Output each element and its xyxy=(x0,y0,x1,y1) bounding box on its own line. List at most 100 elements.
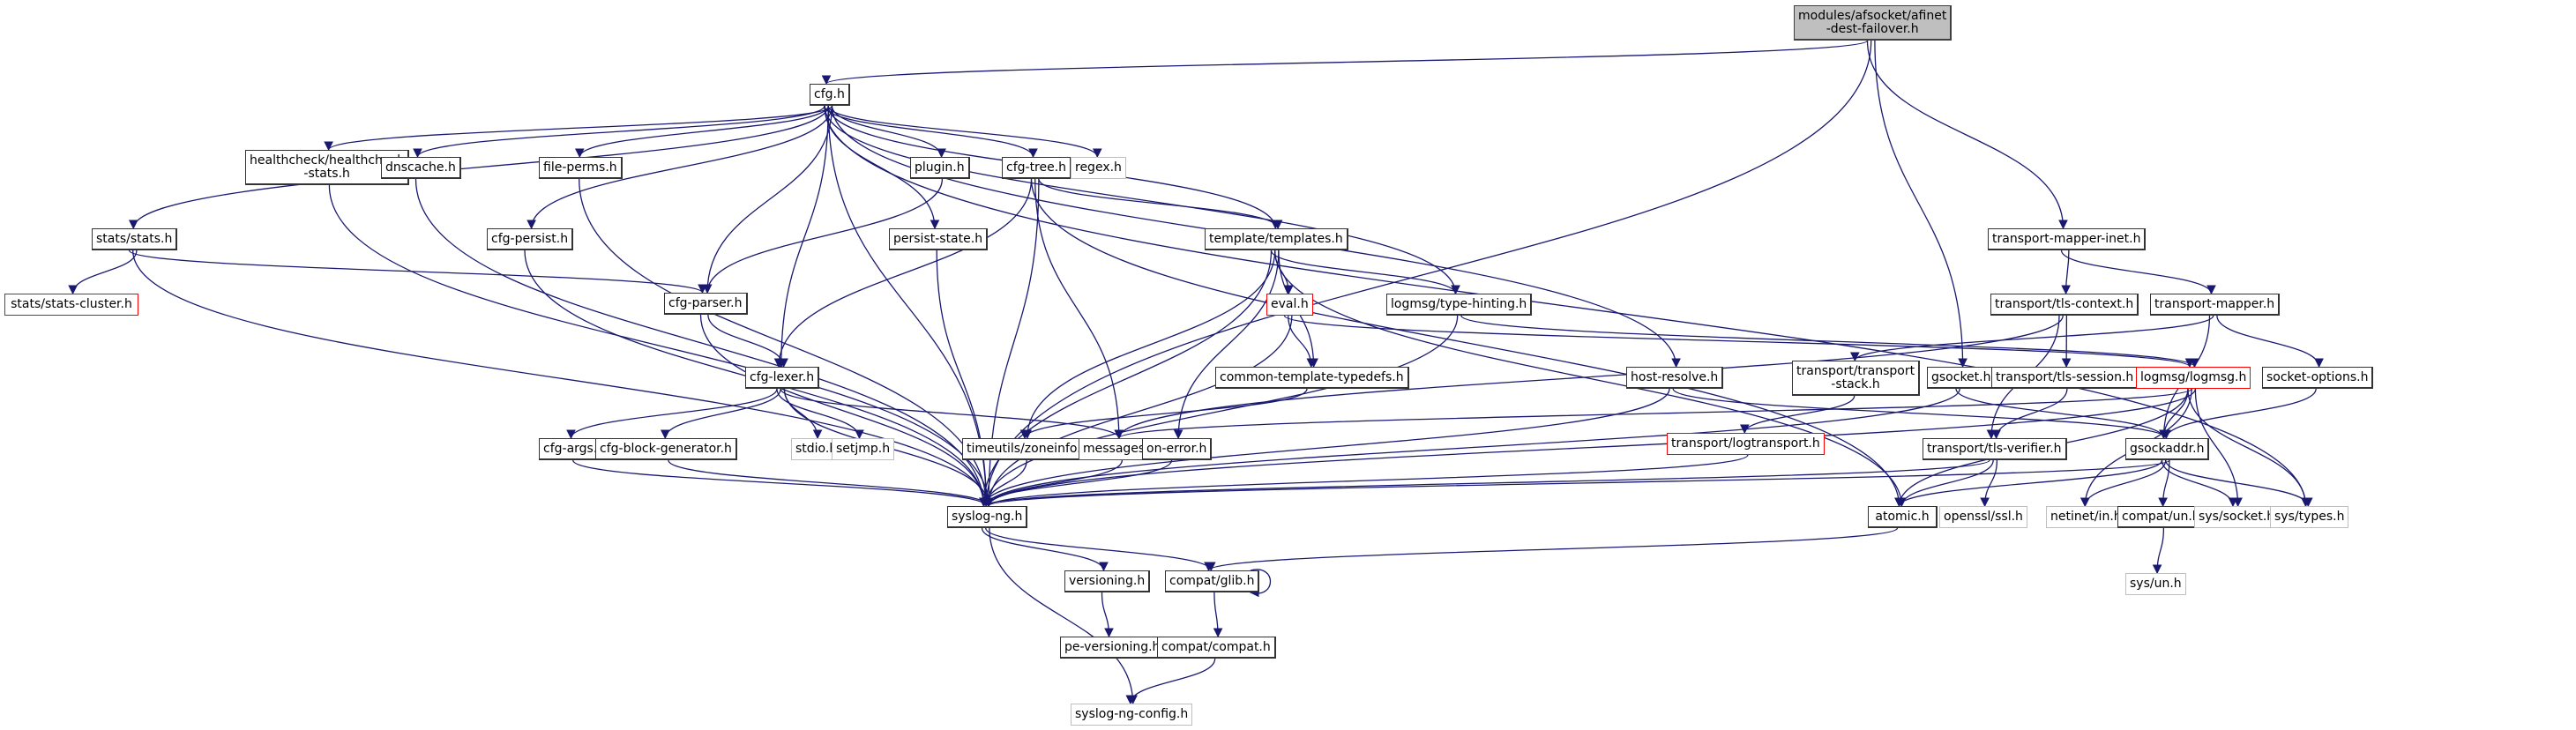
edge-templates-to-zoneinfo xyxy=(1027,250,1276,439)
edge-cfg-to-plugin xyxy=(831,105,943,158)
arrowhead-icon xyxy=(2061,285,2071,295)
edge-plugin-to-cfgparser xyxy=(706,178,944,294)
node-socketoptions[interactable]: socket-options.h xyxy=(2262,367,2374,389)
node-tm[interactable]: transport-mapper.h xyxy=(2150,294,2281,316)
arrowhead-icon xyxy=(2314,358,2324,369)
edge-cfg-to-systypes xyxy=(824,105,2307,507)
node-logmsg[interactable]: logmsg/logmsg.h xyxy=(2136,367,2251,389)
node-tlssession[interactable]: transport/tls-session.h xyxy=(1991,367,2139,389)
node-gsockaddr[interactable]: gsockaddr.h xyxy=(2125,438,2210,460)
node-atomic[interactable]: atomic.h xyxy=(1868,506,1938,528)
arrowhead-icon xyxy=(574,148,585,159)
node-label: setjmp.h xyxy=(836,442,891,456)
arrowhead-icon xyxy=(660,429,670,440)
node-label: eval.h xyxy=(1271,297,1309,311)
arrowhead-icon xyxy=(324,141,333,152)
node-typehinting[interactable]: logmsg/type-hinting.h xyxy=(1386,294,1533,316)
node-sysun: sys/un.h xyxy=(2125,573,2186,595)
edge-eval-to-logmsg xyxy=(1283,315,2191,368)
arrowhead-icon xyxy=(2303,497,2313,508)
node-hostresolve[interactable]: host-resolve.h xyxy=(1626,367,1724,389)
node-transportstack[interactable]: transport/transport -stack.h xyxy=(1792,361,1921,396)
arrowhead-icon xyxy=(779,358,788,369)
node-label: sys/socket.h xyxy=(2199,510,2275,524)
edge-tlsverifier-to-atomic xyxy=(1900,459,1994,507)
edge-cfg-to-fileperms xyxy=(579,105,829,158)
node-cfgparser[interactable]: cfg-parser.h xyxy=(664,293,748,315)
node-label: socket-options.h xyxy=(2266,369,2369,384)
node-tlsverifier[interactable]: transport/tls-verifier.h xyxy=(1923,438,2067,460)
node-dnscache[interactable]: dnscache.h xyxy=(381,157,461,179)
node-tmi[interactable]: transport-mapper-inet.h xyxy=(1988,228,2147,250)
node-tlscontext[interactable]: transport/tls-context.h xyxy=(1990,294,2139,316)
node-versioning[interactable]: versioning.h xyxy=(1064,570,1151,592)
node-label: cfg-persist.h xyxy=(491,231,569,246)
arrowhead-icon xyxy=(2152,564,2162,575)
node-cfg[interactable]: cfg.h xyxy=(810,84,850,106)
node-label: template/templates.h xyxy=(1209,231,1343,246)
edge-cfg-to-stats xyxy=(132,105,829,229)
node-plugin[interactable]: plugin.h xyxy=(910,157,970,179)
node-syslogng[interactable]: syslog-ng.h xyxy=(947,506,1028,528)
node-label: transport/transport -stack.h xyxy=(1796,363,1915,391)
arrowhead-icon xyxy=(1849,352,1860,362)
arrowhead-icon xyxy=(2058,220,2068,230)
node-stats[interactable]: stats/stats.h xyxy=(92,228,178,250)
node-templates[interactable]: template/templates.h xyxy=(1205,228,1348,250)
edge-cfgparser-to-syslogng xyxy=(699,314,985,507)
node-label: common-template-typedefs.h xyxy=(1220,369,1404,384)
node-cfglexer[interactable]: cfg-lexer.h xyxy=(745,367,820,389)
node-label: netinet/in.h xyxy=(2050,510,2122,524)
node-zoneinfo[interactable]: timeutils/zoneinfo.h xyxy=(962,438,1094,460)
edge-cfgtree-to-atomic xyxy=(1030,178,1900,507)
node-label: persist-state.h xyxy=(893,231,983,246)
edge-cfglexer-to-cfgblock xyxy=(664,388,781,439)
arrowhead-icon xyxy=(1104,628,1114,638)
node-compatun[interactable]: compat/un.h xyxy=(2117,506,2206,528)
node-compatcompat[interactable]: compat/compat.h xyxy=(1157,637,1276,659)
arrowhead-icon xyxy=(68,285,78,295)
node-cfgblock[interactable]: cfg-block-generator.h xyxy=(595,438,737,460)
node-compatglib[interactable]: compat/glib.h xyxy=(1165,570,1260,592)
edge-cfglexer-to-cfgargs xyxy=(570,388,778,439)
node-label: cfg-block-generator.h xyxy=(600,441,732,456)
node-peversioning[interactable]: pe-versioning.h xyxy=(1060,637,1166,659)
node-label: sys/un.h xyxy=(2130,577,2182,591)
node-label: timeutils/zoneinfo.h xyxy=(967,441,1089,456)
edge-gsocket-to-gsockaddr xyxy=(1955,388,2165,439)
node-persiststate[interactable]: persist-state.h xyxy=(889,228,989,250)
arrowhead-icon xyxy=(1451,285,1460,295)
arrowhead-icon xyxy=(128,220,138,230)
node-cfgpersist[interactable]: cfg-persist.h xyxy=(487,228,574,250)
node-cfgtree[interactable]: cfg-tree.h xyxy=(1002,157,1072,179)
node-statscluster[interactable]: stats/stats-cluster.h xyxy=(4,294,138,316)
node-label: transport/tls-session.h xyxy=(1996,369,2134,384)
node-fileperms[interactable]: file-perms.h xyxy=(539,157,623,179)
arrowhead-icon xyxy=(1019,429,1030,440)
node-onerror[interactable]: on-error.h xyxy=(1142,438,1213,460)
node-label: transport/tls-context.h xyxy=(1995,296,2134,311)
edge-socketoptions-to-gsockaddr xyxy=(2165,388,2317,439)
node-gsocket[interactable]: gsocket.h xyxy=(1927,367,1997,389)
arrowhead-icon xyxy=(821,75,832,86)
arrowhead-icon xyxy=(1991,429,2001,440)
arrowhead-icon xyxy=(2061,358,2072,369)
node-label: versioning.h xyxy=(1069,573,1146,588)
edge-healthcheck-to-syslogng xyxy=(328,184,989,507)
node-label: cfg.h xyxy=(814,86,845,101)
edge-root-to-gsocket xyxy=(1874,40,1964,368)
edge-root-to-cfg xyxy=(825,40,1869,85)
arrowhead-icon xyxy=(526,220,536,230)
edge-transportstack-to-logtransport xyxy=(1743,395,1855,434)
arrowhead-icon xyxy=(1099,562,1109,572)
node-label: logmsg/logmsg.h xyxy=(2140,370,2247,384)
node-logtransport[interactable]: transport/logtransport.h xyxy=(1667,433,1825,455)
node-label: compat/glib.h xyxy=(1169,573,1255,588)
node-label: syslog-ng.h xyxy=(952,509,1023,524)
node-eval[interactable]: eval.h xyxy=(1266,294,1313,316)
node-commontt[interactable]: common-template-typedefs.h xyxy=(1215,367,1409,389)
arrowhead-icon xyxy=(2158,497,2168,508)
node-label: stats/stats.h xyxy=(96,231,173,246)
